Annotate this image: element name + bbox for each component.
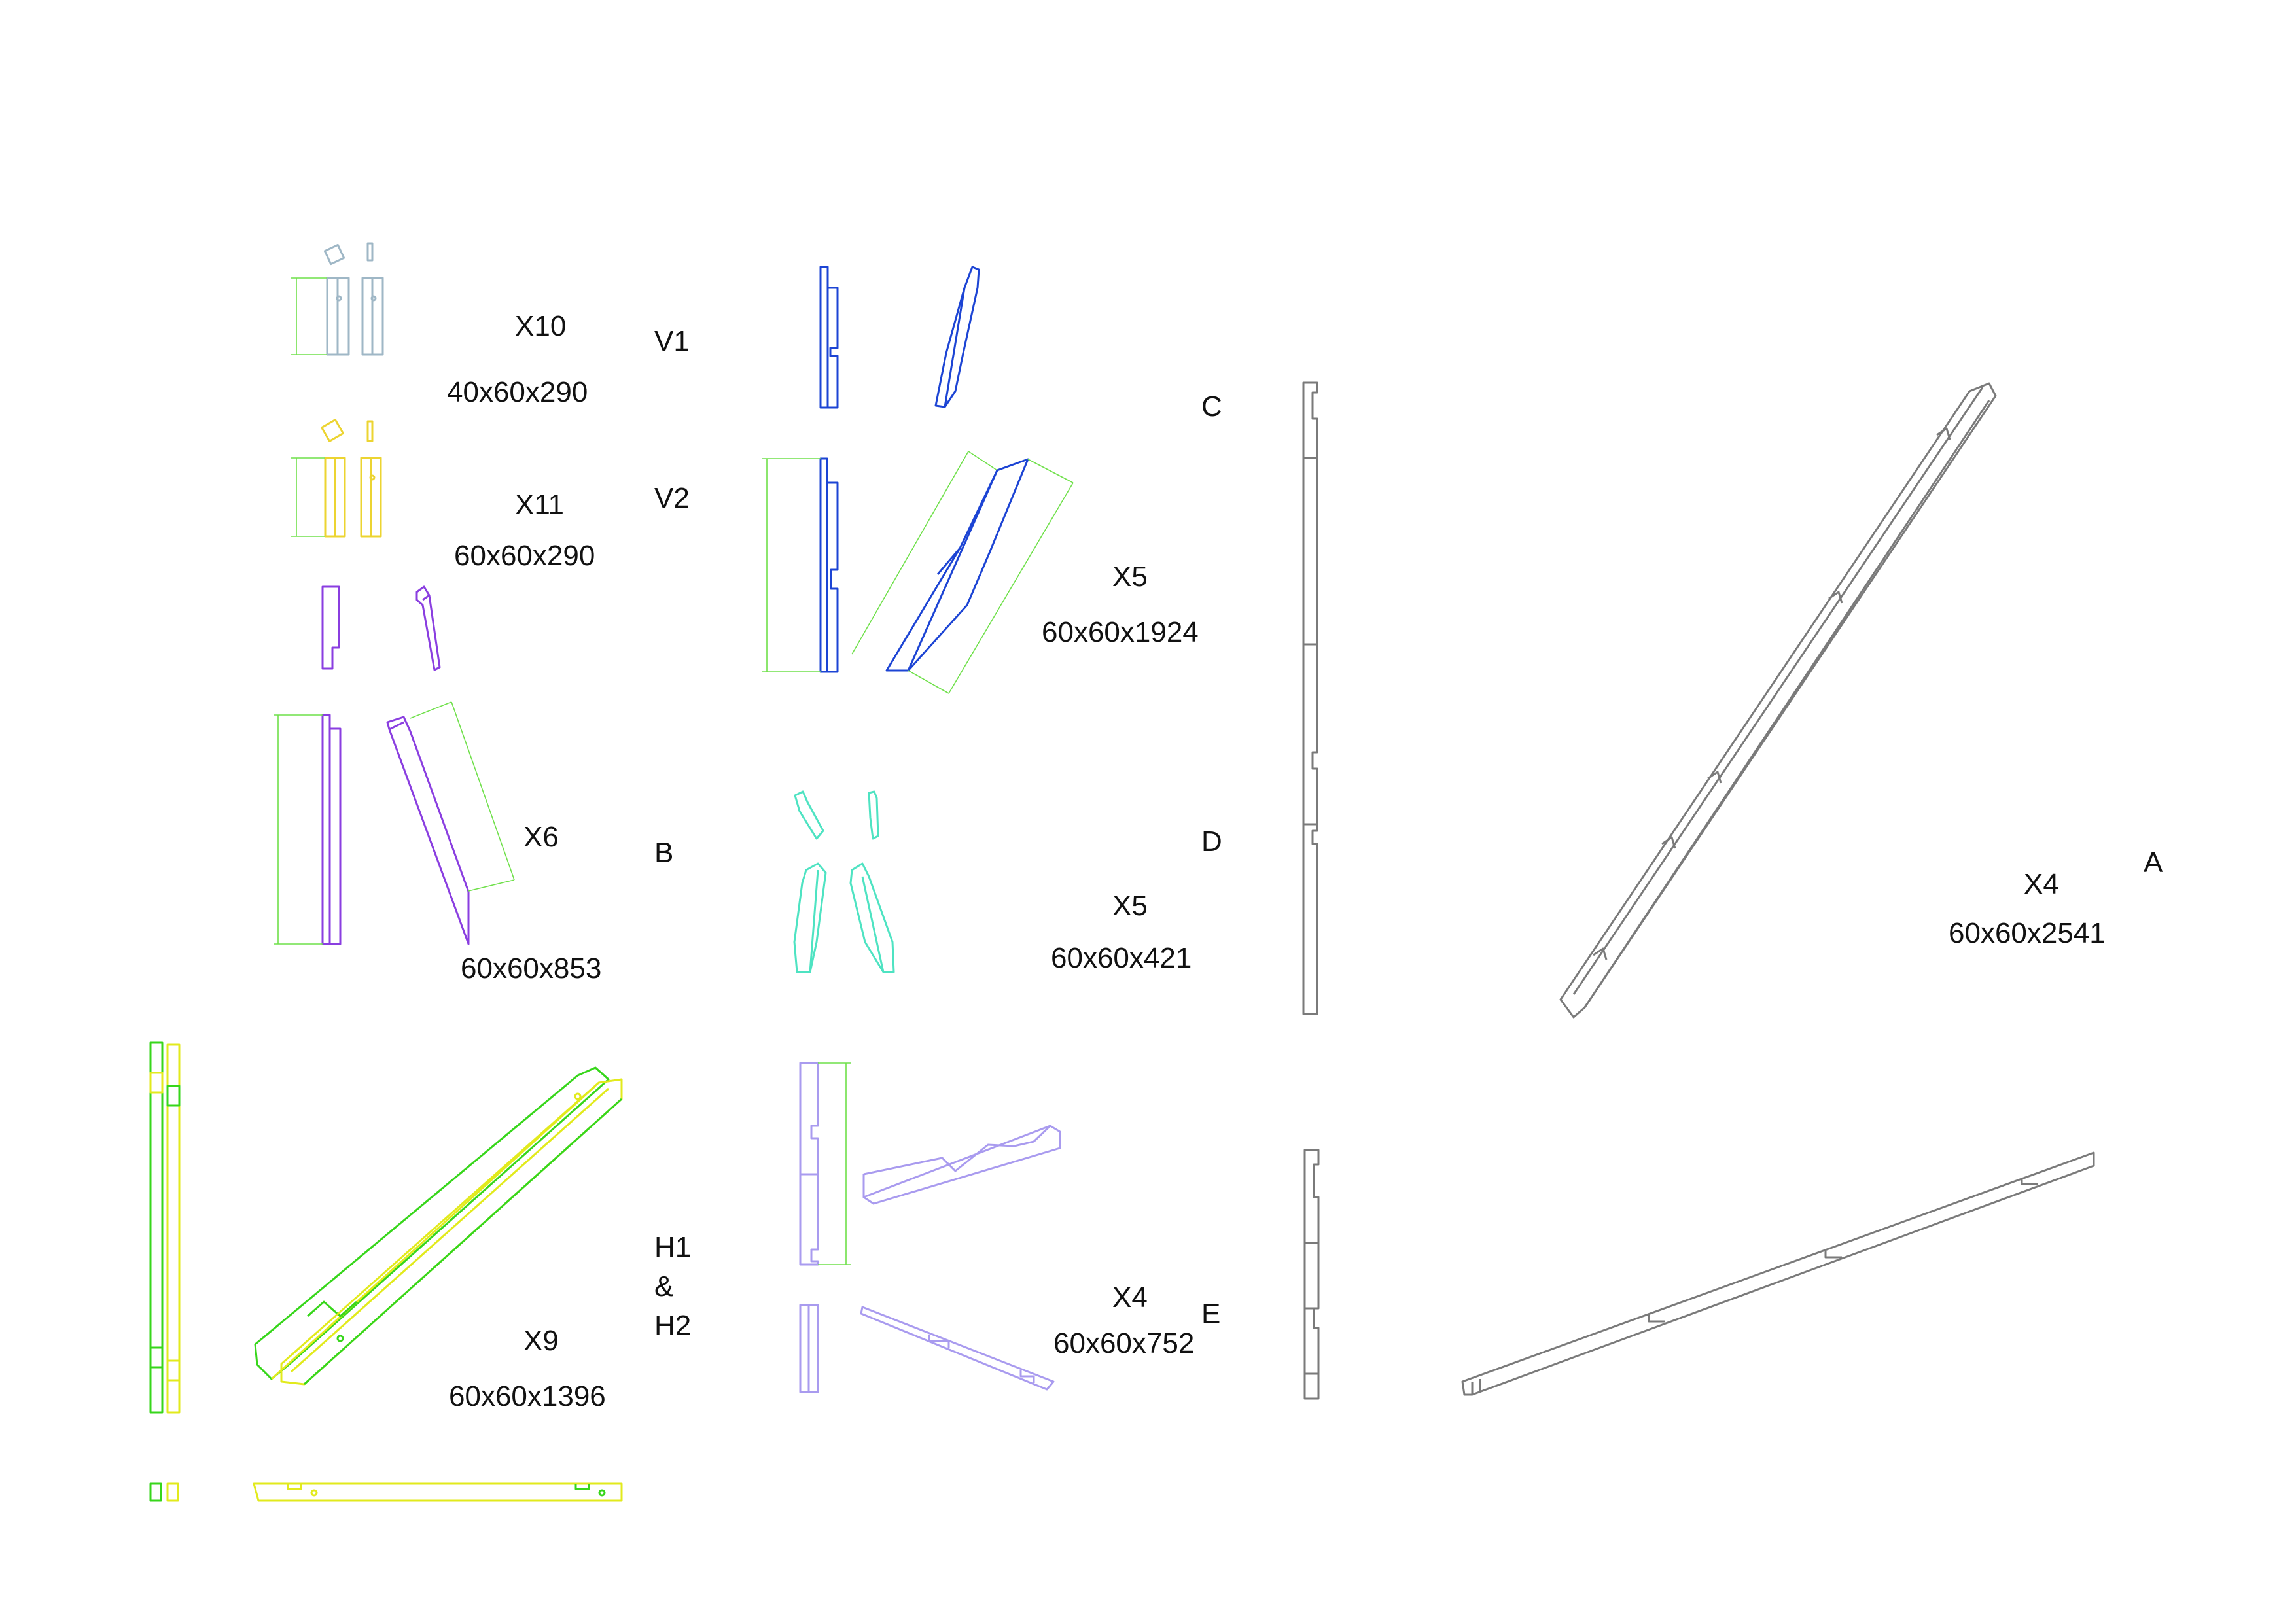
x6-large-iso — [386, 716, 470, 945]
part-x6-quantity: X6 — [523, 821, 559, 853]
component-label-h-and: & — [654, 1270, 674, 1302]
x9-green-iso — [254, 1066, 610, 1380]
x9-yellow-iso — [280, 1078, 623, 1386]
b-small-iso-right — [868, 790, 879, 840]
part-v1-drawings — [819, 266, 980, 409]
x6-small-front — [321, 585, 340, 670]
part-v-quantity: X5 — [1112, 561, 1148, 593]
h-small-iso — [860, 1306, 1055, 1391]
part-h-drawings — [799, 1062, 1061, 1393]
component-label-a: A — [2144, 846, 2163, 879]
part-v2-drawings — [762, 451, 1074, 694]
component-label-b: B — [654, 837, 674, 869]
v2-front — [819, 457, 839, 673]
b-small-iso-left — [794, 790, 824, 840]
x9-green-end — [149, 1482, 162, 1502]
component-label-v2: V2 — [654, 482, 690, 514]
component-label-h2: H2 — [654, 1310, 692, 1342]
part-c-drawings — [1302, 381, 1318, 1015]
part-a-size: 60x60x2541 — [1949, 917, 2106, 949]
part-e-iso-drawings — [1461, 1151, 2095, 1396]
x9-yellow-side — [166, 1043, 181, 1414]
part-b-quantity: X5 — [1112, 890, 1148, 922]
e-iso — [1461, 1151, 2095, 1396]
x11-small-stick-iso — [366, 420, 374, 442]
x10-small-block-iso — [323, 243, 345, 266]
part-x10-quantity: X10 — [515, 310, 567, 342]
part-x9-size: 60x60x1396 — [449, 1380, 606, 1412]
part-x6-small-drawings — [321, 585, 441, 671]
part-x11-drawings — [291, 419, 382, 538]
v2-iso-dimension-line-a — [851, 451, 969, 655]
part-x6-large-drawings — [274, 701, 515, 945]
v1-iso — [934, 266, 980, 408]
part-v-size: 60x60x1924 — [1042, 616, 1199, 648]
component-label-c: C — [1201, 391, 1222, 423]
c-front — [1302, 381, 1318, 1015]
part-x9-quantity: X9 — [523, 1325, 559, 1357]
part-e-drawings — [1303, 1149, 1320, 1400]
v2-iso-dimension-line-b — [948, 482, 1074, 694]
part-x10-size: 40x60x290 — [447, 376, 588, 408]
x9-yellow-end — [166, 1482, 179, 1502]
part-x11-size: 60x60x290 — [454, 540, 595, 572]
part-b-drawings — [793, 790, 895, 973]
x6-small-iso — [415, 585, 441, 671]
component-label-d: D — [1201, 826, 1222, 858]
component-label-v1: V1 — [654, 325, 690, 357]
h-small-front — [799, 1304, 819, 1393]
b-large-iso-left — [793, 862, 827, 973]
part-b-size: 60x60x421 — [1051, 942, 1192, 974]
part-a-drawings — [1559, 382, 1997, 1019]
part-x11-quantity: X11 — [515, 489, 565, 521]
part-x6-size: 60x60x853 — [461, 952, 602, 985]
x9-yellow-flat — [253, 1482, 623, 1502]
a-iso — [1559, 382, 1997, 1019]
part-x10-drawings — [291, 242, 384, 356]
v1-front — [819, 266, 839, 409]
component-label-h1: H1 — [654, 1231, 692, 1263]
b-large-iso-right — [849, 862, 895, 973]
v2-iso — [885, 458, 1029, 672]
x6-large-front — [321, 714, 342, 945]
part-a-quantity: X4 — [2024, 868, 2059, 900]
h-large-iso — [862, 1125, 1061, 1205]
part-h-size: 60x60x752 — [1053, 1327, 1195, 1359]
x10-small-stick-iso — [366, 242, 374, 262]
part-x9-drawings — [149, 1041, 623, 1502]
e-front — [1303, 1149, 1320, 1400]
x10-bolt-hole — [336, 295, 342, 302]
h-large-front — [799, 1062, 819, 1266]
x9-green-front — [149, 1041, 164, 1414]
component-label-e: E — [1201, 1298, 1221, 1330]
x10-bolt-hole-2 — [370, 295, 377, 302]
x6-iso-dimension-line — [451, 701, 515, 881]
x11-small-block-iso — [321, 419, 344, 442]
part-h-quantity: X4 — [1112, 1282, 1148, 1314]
